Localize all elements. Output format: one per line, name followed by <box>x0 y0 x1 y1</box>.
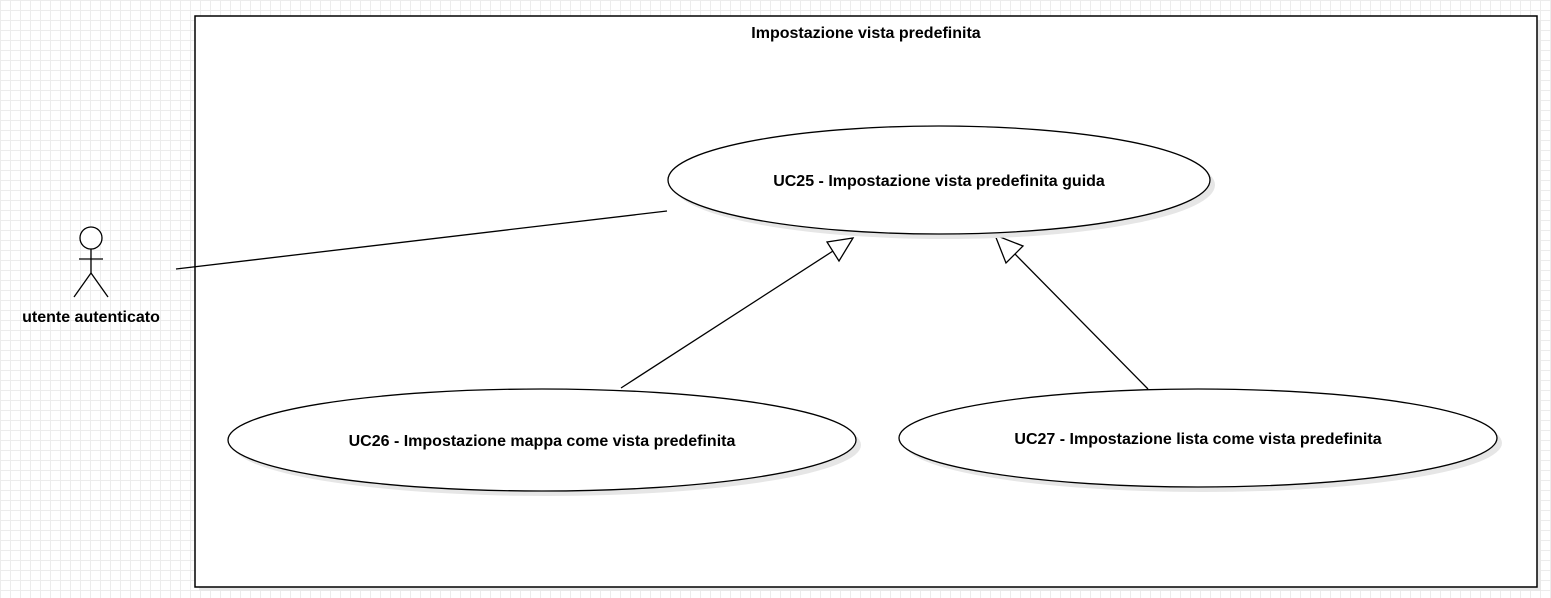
actor-utente-autenticato[interactable]: utente autenticato <box>22 226 160 326</box>
association-line[interactable] <box>175 210 668 270</box>
generalization-uc27-to-uc25[interactable] <box>993 233 1149 390</box>
use-case-uc25[interactable]: UC25 - Impostazione vista predefinita gu… <box>667 125 1215 239</box>
generalization-line <box>1013 252 1149 390</box>
actor-label: utente autenticato <box>22 309 160 326</box>
use-case-uc26[interactable]: UC26 - Impostazione mappa come vista pre… <box>227 388 861 496</box>
system-title: Impostazione vista predefinita <box>751 25 980 42</box>
stick-figure-icon <box>73 226 109 298</box>
use-case-ellipse <box>667 125 1211 235</box>
use-case-uc27[interactable]: UC27 - Impostazione lista come vista pre… <box>898 388 1502 492</box>
system-boundary-frame <box>194 15 1538 588</box>
generalization-uc26-to-uc25[interactable] <box>620 237 855 389</box>
use-case-label: UC27 - Impostazione lista come vista pre… <box>1014 431 1381 448</box>
generalization-arrowhead-icon <box>825 237 855 263</box>
use-case-ellipse <box>227 388 857 492</box>
system-boundary[interactable]: Impostazione vista predefinita <box>194 15 1541 591</box>
use-case-label: UC26 - Impostazione mappa come vista pre… <box>349 433 736 450</box>
use-case-ellipse <box>898 388 1498 488</box>
generalization-line <box>620 250 834 389</box>
use-case-label: UC25 - Impostazione vista predefinita gu… <box>773 173 1105 190</box>
generalization-arrowhead-icon <box>993 233 1025 265</box>
